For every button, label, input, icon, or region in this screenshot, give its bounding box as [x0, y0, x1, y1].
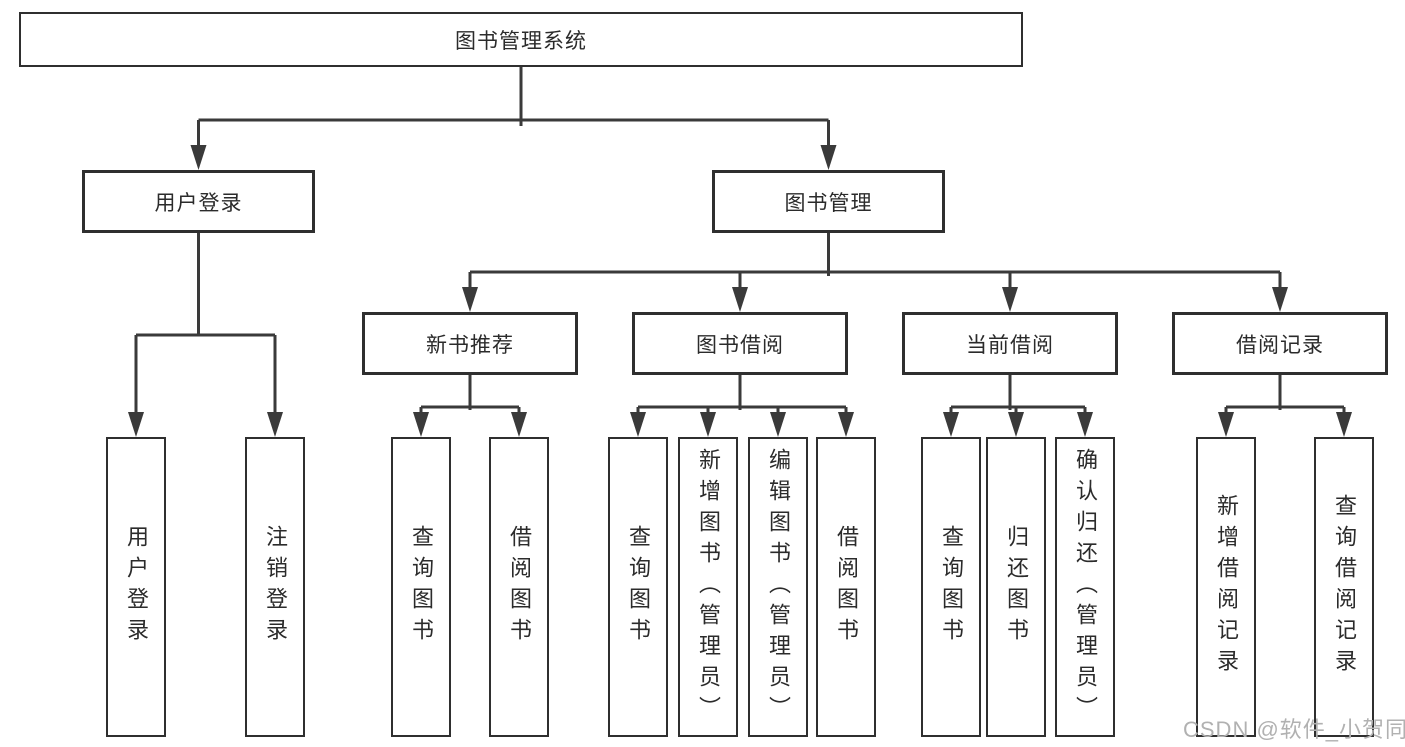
- node-label: 归还图书: [1004, 525, 1029, 649]
- leaf-br-add-record: 新增借阅记录: [1196, 437, 1256, 737]
- arrowhead: [1272, 287, 1288, 312]
- leaf-bb-query-book: 查询图书: [608, 437, 668, 737]
- node-label: 当前借阅: [966, 333, 1054, 357]
- leaf-cb-return-book: 归还图书: [986, 437, 1046, 737]
- arrowhead: [462, 287, 478, 312]
- arrowhead: [1002, 287, 1018, 312]
- edge-book-borrow-to-children: [630, 375, 854, 437]
- node-label: 注销登录: [263, 525, 288, 649]
- arrowhead: [943, 412, 959, 437]
- arrowhead: [267, 412, 283, 437]
- edge-new-book-recommend-to-children: [413, 375, 527, 437]
- edge-current-borrow-to-children: [943, 375, 1093, 437]
- arrowhead: [1336, 412, 1352, 437]
- node-label: 借阅图书: [834, 525, 859, 649]
- node-user-login: 用户登录: [82, 170, 315, 233]
- arrowhead: [700, 412, 716, 437]
- node-label: 查询图书: [939, 525, 964, 649]
- arrowhead: [732, 287, 748, 312]
- edge-book-management-to-modules: [462, 233, 1288, 312]
- leaf-logout: 注销登录: [245, 437, 305, 737]
- arrowhead: [1008, 412, 1024, 437]
- node-label: 确认归还（管理员）: [1073, 447, 1098, 727]
- arrowhead: [630, 412, 646, 437]
- node-book-management: 图书管理: [712, 170, 945, 233]
- node-current-borrow: 当前借阅: [902, 312, 1118, 375]
- node-label: 新增图书（管理员）: [696, 447, 721, 727]
- node-label: 用户登录: [124, 525, 149, 649]
- node-root-system: 图书管理系统: [19, 12, 1023, 67]
- edge-user-login-to-children: [128, 233, 283, 437]
- node-borrow-records: 借阅记录: [1172, 312, 1388, 375]
- node-label: 图书借阅: [696, 333, 784, 357]
- leaf-cb-confirm-return-admin: 确认归还（管理员）: [1055, 437, 1115, 737]
- leaf-user-login: 用户登录: [106, 437, 166, 737]
- node-label: 图书管理系统: [455, 29, 587, 53]
- arrowhead: [511, 412, 527, 437]
- node-book-borrow: 图书借阅: [632, 312, 848, 375]
- arrowhead: [770, 412, 786, 437]
- node-label: 用户登录: [154, 191, 243, 215]
- node-label: 借阅记录: [1236, 333, 1324, 357]
- node-new-book-recommend: 新书推荐: [362, 312, 578, 375]
- arrowhead: [128, 412, 144, 437]
- leaf-bb-add-book-admin: 新增图书（管理员）: [678, 437, 738, 737]
- node-label: 查询图书: [409, 525, 434, 649]
- leaf-br-query-record: 查询借阅记录: [1314, 437, 1374, 737]
- arrowhead: [1077, 412, 1093, 437]
- node-label: 借阅图书: [507, 525, 532, 649]
- arrowhead: [1218, 412, 1234, 437]
- leaf-bb-edit-book-admin: 编辑图书（管理员）: [748, 437, 808, 737]
- leaf-cb-query-book: 查询图书: [921, 437, 981, 737]
- node-label: 新增借阅记录: [1214, 494, 1239, 680]
- edge-borrow-records-to-children: [1218, 375, 1352, 437]
- arrowhead: [838, 412, 854, 437]
- arrowhead: [820, 145, 837, 170]
- node-label: 查询图书: [626, 525, 651, 649]
- leaf-bb-borrow-book: 借阅图书: [816, 437, 876, 737]
- node-label: 新书推荐: [426, 333, 514, 357]
- leaf-nbr-query-book: 查询图书: [391, 437, 451, 737]
- edge-root-to-level2: [190, 67, 837, 170]
- leaf-nbr-borrow-book: 借阅图书: [489, 437, 549, 737]
- arrowhead: [413, 412, 429, 437]
- csdn-watermark: CSDN @软件_小贺同学: [1183, 717, 1405, 742]
- node-label: 查询借阅记录: [1332, 494, 1357, 680]
- node-label: 编辑图书（管理员）: [766, 447, 791, 727]
- node-label: 图书管理: [784, 191, 873, 215]
- arrowhead: [190, 145, 207, 170]
